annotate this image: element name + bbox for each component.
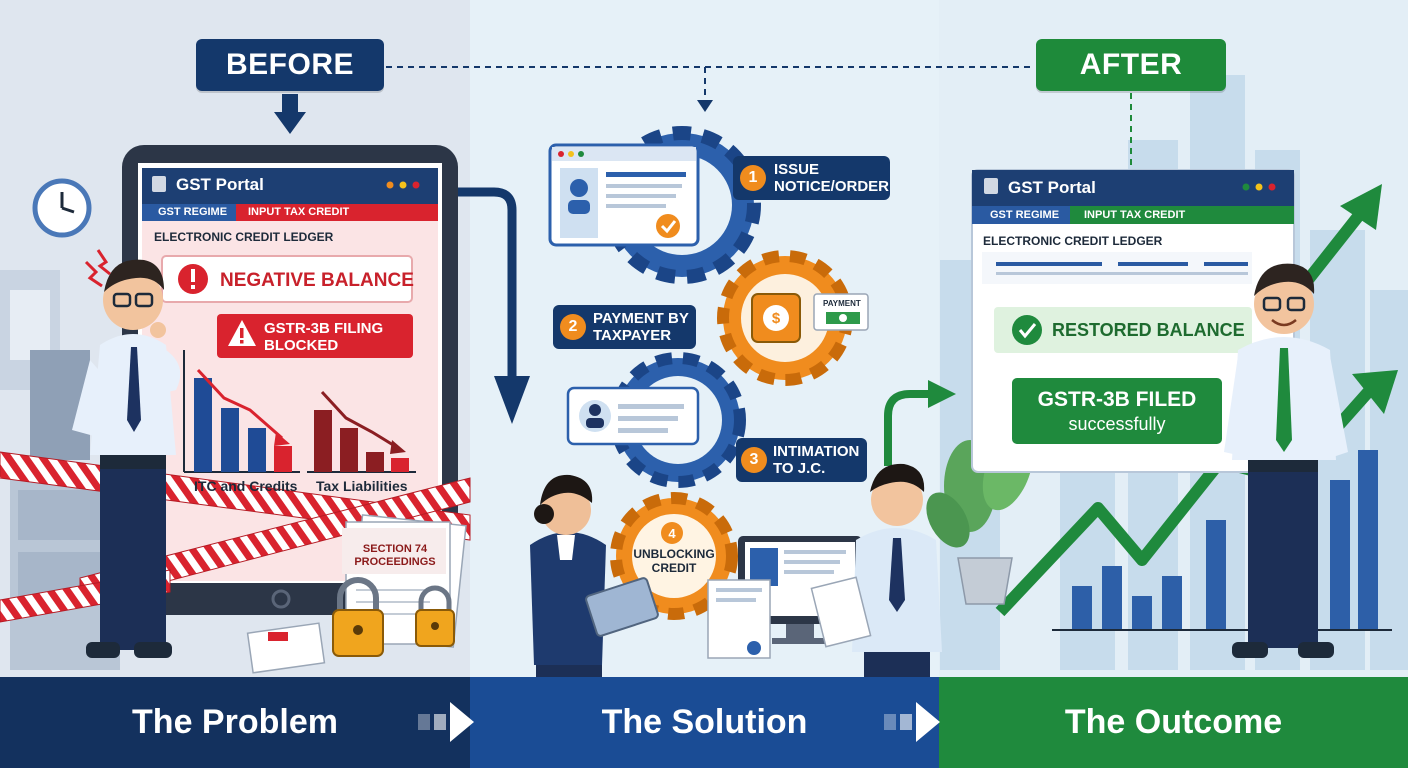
outcome-portal-title: GST Portal xyxy=(1008,178,1096,197)
step-1-box xyxy=(733,156,890,200)
step-1-number: 1 xyxy=(740,165,766,191)
section-74-label-line2: PROCEEDINGS xyxy=(354,556,436,568)
payment-card-label: PAYMENT xyxy=(823,299,861,308)
step-2-label-line2: TAXPAYER xyxy=(593,327,672,344)
footer-outcome: The Outcome xyxy=(939,677,1408,768)
itc-credits-label: ITC and Credits xyxy=(194,478,298,494)
flow-arrow-problem-to-solution xyxy=(458,187,530,424)
svg-text:$: $ xyxy=(772,310,781,327)
worried-taxpayer xyxy=(72,259,181,658)
wallet-icon: $ xyxy=(751,293,801,343)
outcome-tab-gst-regime: GST REGIME xyxy=(990,209,1060,221)
problem-tab-input-tax-credit: INPUT TAX CREDIT xyxy=(248,206,350,218)
footer-outcome-label: The Outcome xyxy=(1064,703,1283,741)
stress-lines-icon xyxy=(84,249,111,288)
officer-man xyxy=(810,463,942,678)
notice-window-card xyxy=(548,143,700,247)
problem-portal-title: GST Portal xyxy=(176,175,264,194)
step-4-label-line1: UNBLOCKING xyxy=(633,547,715,561)
growth-bars xyxy=(1072,450,1378,630)
after-tag: AFTER xyxy=(1036,39,1226,91)
flow-arrow-solution-to-outcome xyxy=(884,380,956,466)
footer-problem-label: The Problem xyxy=(132,703,338,741)
outcome-ledger-title: ELECTRONIC CREDIT LEDGER xyxy=(983,234,1163,248)
filing-blocked-alert-line1: GSTR-3B FILING xyxy=(264,320,384,337)
intimation-card xyxy=(566,386,700,446)
step-3-number: 3 xyxy=(741,447,767,473)
step-4-label-line2: CREDIT xyxy=(651,561,697,575)
payment-card xyxy=(813,293,869,331)
outcome-tab-input-tax-credit: INPUT TAX CREDIT xyxy=(1084,209,1186,221)
officer-woman xyxy=(530,474,659,678)
wall-clock-icon xyxy=(32,178,92,238)
before-tag: BEFORE xyxy=(196,39,384,91)
section-74-label-line1: SECTION 74 xyxy=(362,543,428,555)
tax-liabilities-chart xyxy=(307,390,416,473)
step-2-number: 2 xyxy=(560,314,586,340)
footer-solution: The Solution xyxy=(470,677,939,768)
tax-liabilities-label: Tax Liabilities xyxy=(316,478,408,494)
footer-solution-label: The Solution xyxy=(601,703,808,741)
gstr-filed-line1: GSTR-3B FILED xyxy=(1037,388,1197,411)
footer-arrows-overlay xyxy=(418,702,940,742)
step-1-label-line1: ISSUE xyxy=(774,161,820,178)
step-3-label-line1: INTIMATION xyxy=(773,443,860,460)
restored-balance-label: RESTORED BALANCE xyxy=(1052,320,1245,340)
before-down-arrow xyxy=(274,94,306,134)
negative-balance-alert: NEGATIVE BALANCE xyxy=(220,270,414,291)
step-4-number: 4 xyxy=(661,522,683,544)
problem-ledger-title: ELECTRONIC CREDIT LEDGER xyxy=(154,230,334,244)
step-1-label-line2: NOTICE/ORDER xyxy=(774,178,890,195)
outcome-portal-window xyxy=(971,169,1295,473)
step-3-label-line2: TO J.C. xyxy=(773,460,826,477)
step-2-box xyxy=(553,305,696,349)
happy-taxpayer xyxy=(1224,263,1348,658)
padlock-icon xyxy=(332,577,455,657)
step-2-label-line1: PAYMENT BY xyxy=(593,310,689,327)
gstr-filed-line2: successfully xyxy=(1068,414,1166,434)
itc-credits-chart xyxy=(183,350,300,473)
problem-tab-gst-regime: GST REGIME xyxy=(158,206,228,218)
filing-blocked-alert-line2: BLOCKED xyxy=(264,337,339,354)
footer-problem: The Problem xyxy=(0,677,470,768)
step-3-box xyxy=(736,438,867,482)
